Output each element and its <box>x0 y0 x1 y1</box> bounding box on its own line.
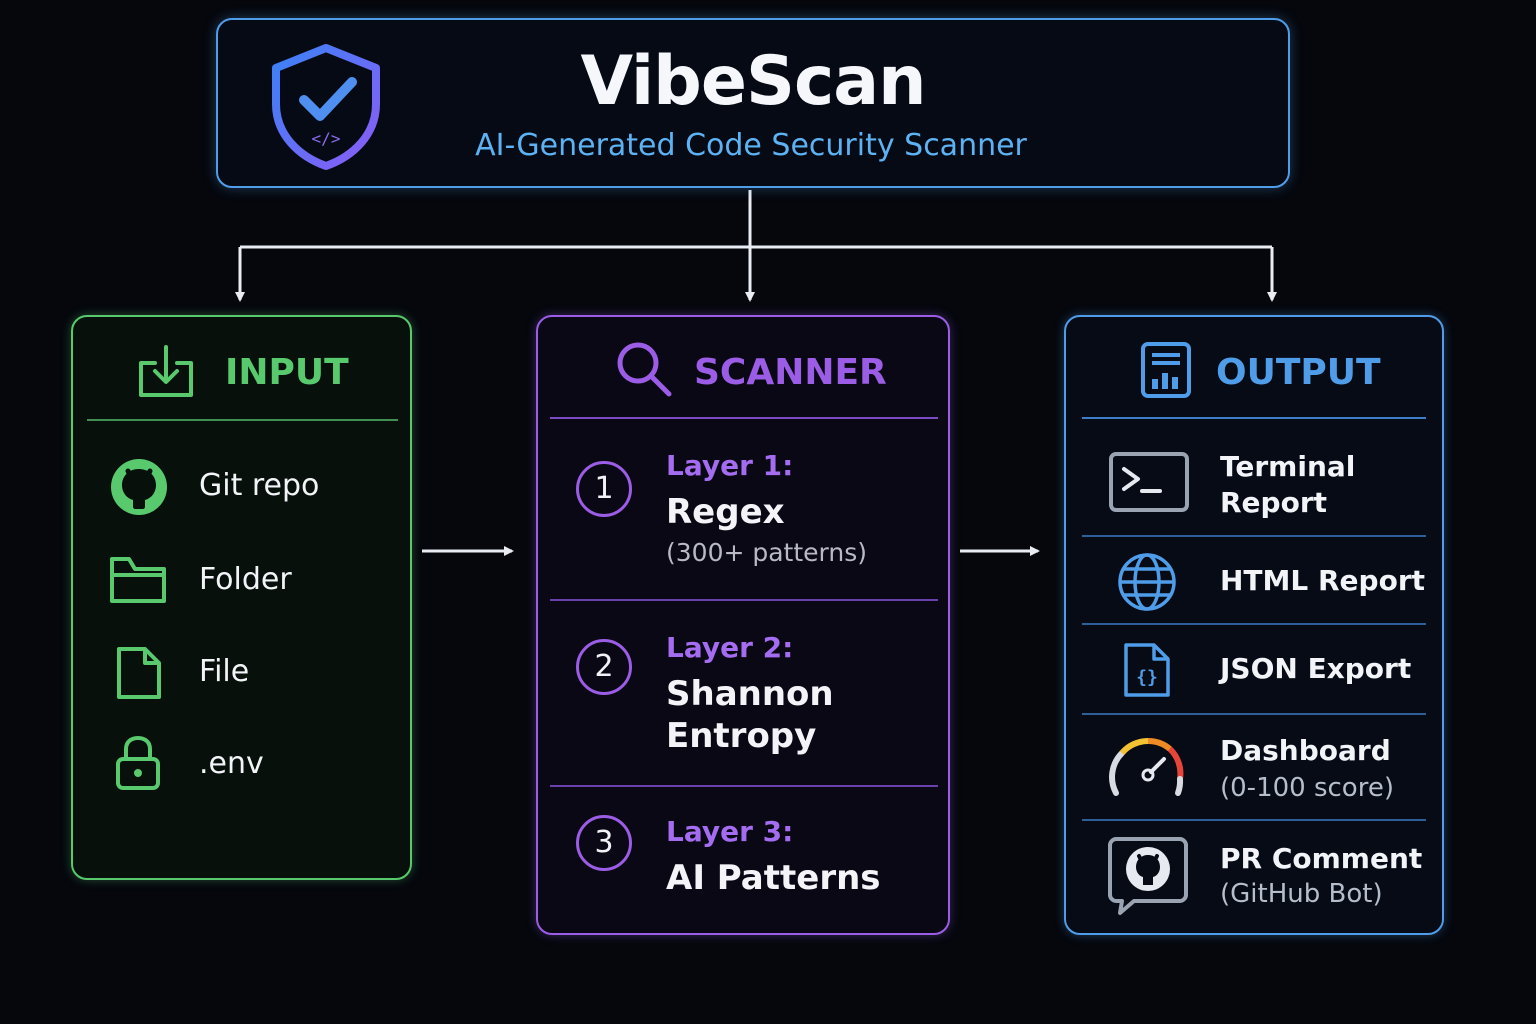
shield-check-code-icon: </> <box>272 44 380 170</box>
layer-divider <box>550 785 938 787</box>
output-item-json-export[interactable]: JSON Export <box>1220 652 1412 685</box>
report-chart-icon <box>1141 342 1191 398</box>
search-icon <box>617 342 672 397</box>
layer-3-title: Layer 3: <box>666 815 794 848</box>
scanner-title: SCANNER <box>694 352 887 393</box>
header-box <box>216 18 1290 188</box>
layer-3-name: AI Patterns <box>666 858 881 898</box>
input-item-env[interactable]: .env <box>199 746 264 781</box>
svg-text:</>: </> <box>312 129 341 148</box>
file-icon <box>117 647 161 699</box>
layer-1-sub: (300+ patterns) <box>666 538 868 567</box>
github-icon <box>111 459 167 515</box>
layer-1-title: Layer 1: <box>666 449 794 482</box>
scanner-divider <box>550 417 938 419</box>
input-title: INPUT <box>225 352 349 393</box>
svg-text:{}: {} <box>1136 667 1158 688</box>
input-divider <box>87 419 398 421</box>
download-icon <box>139 345 193 397</box>
input-item-git-repo[interactable]: Git repo <box>199 468 320 503</box>
input-panel: INPUT Git repo Folder File .env <box>71 315 412 880</box>
layer-1-number: 1 <box>576 461 632 517</box>
output-item-dashboard-sub: (0-100 score) <box>1220 773 1394 803</box>
layer-2-number: 2 <box>576 639 632 695</box>
json-file-icon: {} <box>1124 643 1170 697</box>
output-row-divider <box>1082 623 1426 625</box>
output-item-terminal-line2[interactable]: Report <box>1220 486 1328 519</box>
output-divider <box>1082 417 1426 419</box>
output-item-html-report[interactable]: HTML Report <box>1220 564 1426 597</box>
output-row-divider <box>1082 819 1426 821</box>
app-title: VibeScan <box>580 42 926 121</box>
output-panel: OUTPUT Terminal Report HTML Report {} JS… <box>1064 315 1444 935</box>
output-item-terminal[interactable]: Terminal <box>1220 450 1356 483</box>
layer-2-name-line2: Entropy <box>666 716 817 756</box>
gauge-icon <box>1109 737 1184 796</box>
github-comment-icon <box>1108 837 1188 915</box>
layer-2-title: Layer 2: <box>666 631 794 664</box>
input-item-file[interactable]: File <box>199 654 250 689</box>
output-row-divider <box>1082 535 1426 537</box>
globe-icon <box>1118 553 1176 611</box>
scanner-panel: SCANNER 1 Layer 1: Regex (300+ patterns)… <box>536 315 950 935</box>
app-subtitle: AI-Generated Code Security Scanner <box>475 128 1027 163</box>
lock-icon <box>116 736 160 790</box>
terminal-icon <box>1109 452 1189 512</box>
output-row-divider <box>1082 713 1426 715</box>
layer-3-number: 3 <box>576 815 632 871</box>
output-item-dashboard[interactable]: Dashboard <box>1220 734 1391 767</box>
folder-icon <box>110 557 166 603</box>
output-item-pr-comment-sub: (GitHub Bot) <box>1220 879 1383 909</box>
input-item-folder[interactable]: Folder <box>199 562 292 597</box>
output-title: OUTPUT <box>1216 352 1381 393</box>
layer-divider <box>550 599 938 601</box>
layer-1-name: Regex <box>666 492 785 532</box>
layer-2-name: Shannon <box>666 674 834 714</box>
output-item-pr-comment[interactable]: PR Comment <box>1220 842 1423 875</box>
